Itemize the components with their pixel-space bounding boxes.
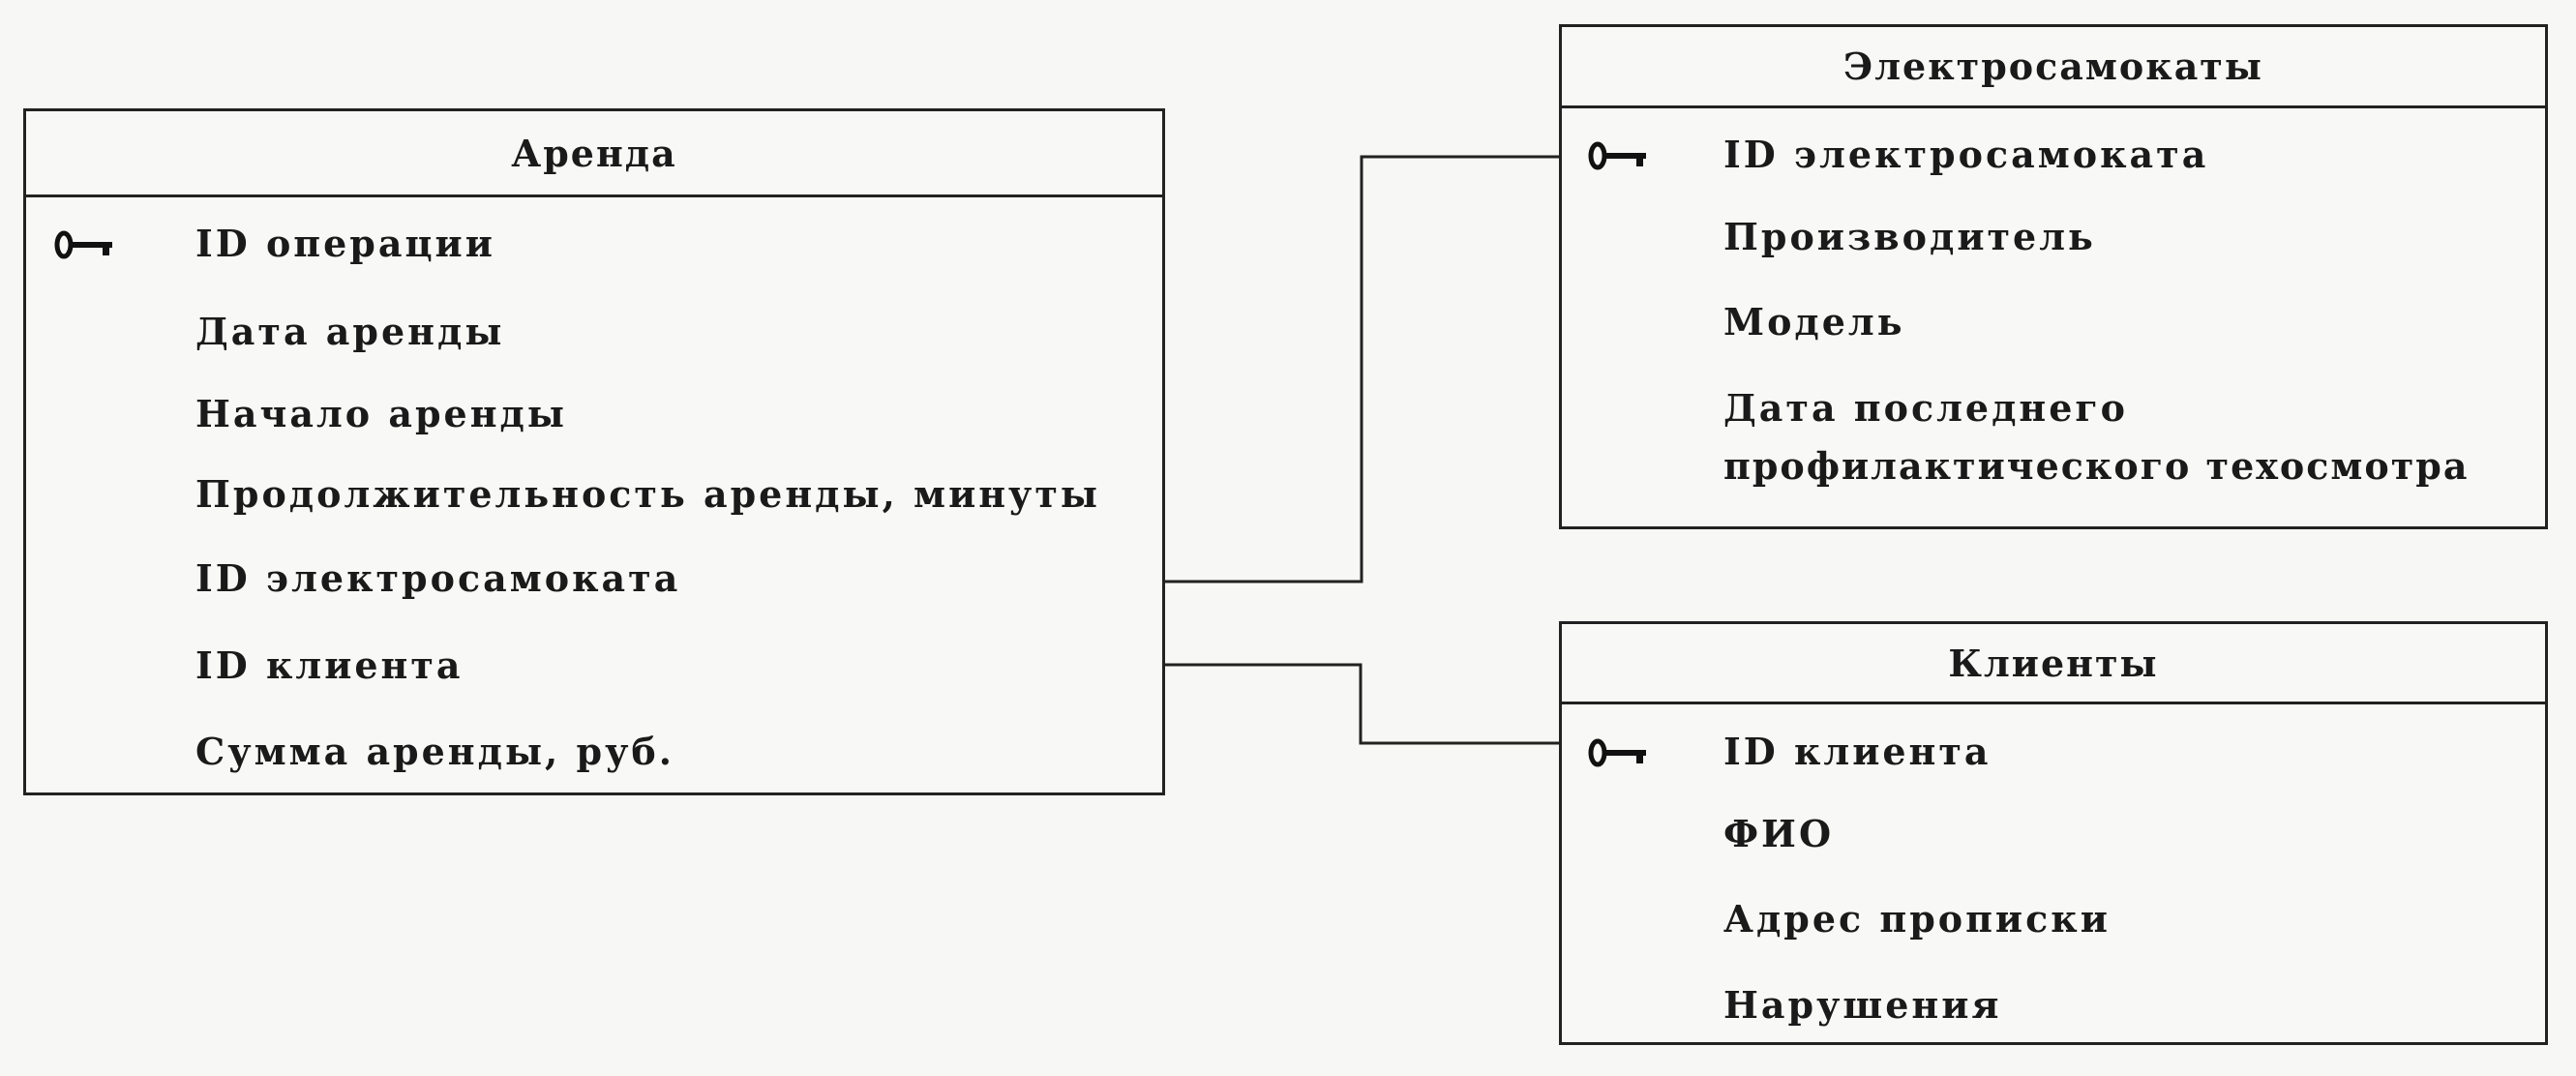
key-icon [1588,141,1646,170]
field: ФИО [1723,812,1835,855]
field: Нарушения [1723,983,2002,1027]
table-title: Аренда [26,111,1162,197]
field: Сумма аренды, руб. [195,730,674,773]
key-icon [54,230,112,259]
field: Модель [1723,300,1905,344]
table-scooters: Электросамокаты [1559,24,2548,529]
field: ID электросамоката [1723,133,2209,176]
relation-rent-scooters [1162,155,1559,583]
table-title: Электросамокаты [1562,27,2545,108]
field: Адрес прописки [1723,897,2111,941]
field: ID операции [195,222,495,265]
key-icon [1588,738,1646,767]
field: Дата аренды [195,310,505,353]
field: ID клиента [195,643,464,687]
relation-rent-clients [1162,663,1559,745]
table-clients: Клиенты [1559,621,2548,1045]
table-rent: Аренда [23,108,1165,795]
table-title: Клиенты [1562,624,2545,704]
field: Начало аренды [195,392,567,435]
field: Дата последнего [1723,386,2129,430]
field: профилактического техосмотра [1723,444,2470,488]
field: ID электросамоката [195,556,681,600]
field: Продолжительность аренды, минуты [195,472,1101,516]
field: Производитель [1723,215,2096,258]
field: ID клиента [1723,730,1992,773]
